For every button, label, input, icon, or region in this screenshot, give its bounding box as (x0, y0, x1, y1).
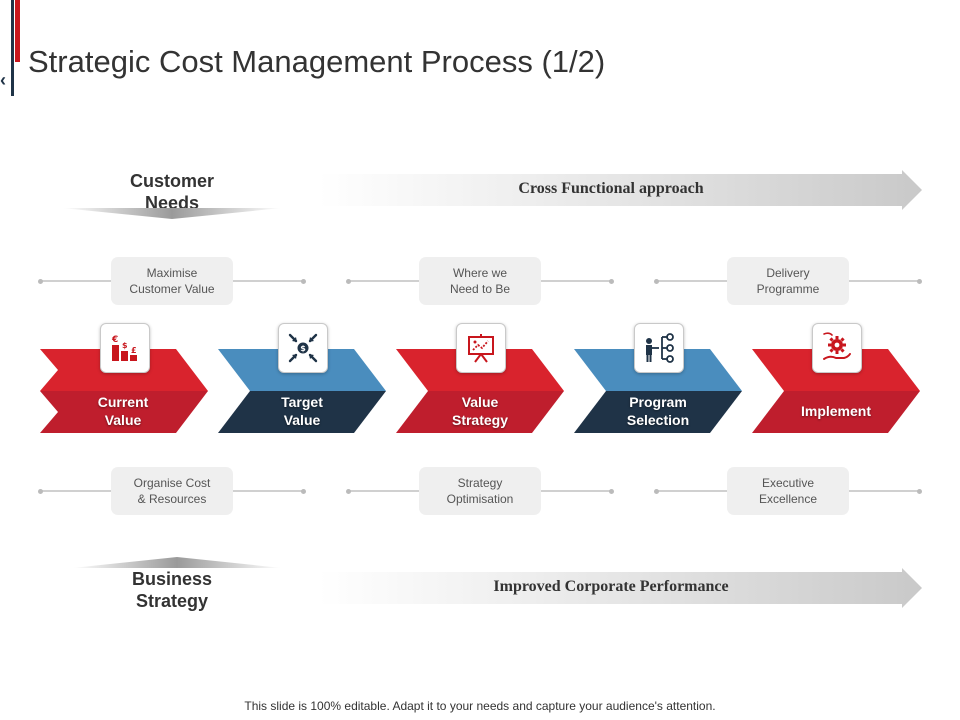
connector-dot (654, 279, 659, 284)
slide-title: Strategic Cost Management Process (1/2) (28, 44, 606, 79)
icon-box-program-selection (634, 323, 684, 373)
info-box-line2: Customer Value (129, 282, 215, 296)
connector-dot (654, 489, 659, 494)
hand-gear-icon (823, 332, 851, 360)
step-label-line2: Value (104, 412, 142, 428)
connector-dot (301, 489, 306, 494)
title-accent-bar-navy (11, 0, 14, 96)
customer-needs-shadow-wedge (62, 208, 282, 219)
business-strategy-label: Business Strategy (82, 568, 262, 612)
info-box-line2: Need to Be (449, 282, 511, 296)
step-label-line2: Value (283, 412, 321, 428)
improved-performance-banner-text: Improved Corporate Performance (493, 578, 729, 595)
connector-dot (38, 489, 43, 494)
connector-dot (609, 489, 614, 494)
step-label-line2: Selection (626, 412, 690, 428)
step-label-line1: Current (97, 394, 149, 410)
business-strategy-shadow-wedge (72, 557, 282, 568)
connector-dot (346, 279, 351, 284)
info-box-line2: & Resources (137, 492, 207, 506)
customer-needs-line1: Customer (129, 171, 214, 191)
icon-box-target-value: $ (278, 323, 328, 373)
connector-dot (609, 279, 614, 284)
connector-dot (917, 489, 922, 494)
cross-functional-banner-arrow (318, 170, 922, 210)
back-chevron-icon[interactable]: ‹ (0, 70, 6, 90)
info-box-strategy-optimisation: Strategy Optimisation (419, 467, 541, 515)
info-box-delivery-programme: Delivery Programme (727, 257, 849, 305)
info-box-line2: Programme (756, 282, 820, 296)
step-label-line1: Value (461, 394, 499, 410)
business-strategy-line1: Business (131, 569, 213, 589)
info-box-line1: Strategy (457, 476, 503, 490)
step-label-line1: Implement (800, 403, 871, 419)
business-strategy-line2: Strategy (135, 591, 209, 611)
connector-dot (917, 279, 922, 284)
connector-dot (38, 279, 43, 284)
title-accent-bar-red (15, 0, 20, 62)
info-box-where-we-need-to-be: Where we Need to Be (419, 257, 541, 305)
svg-text:€: € (111, 335, 118, 345)
info-box-line1: Executive (761, 476, 815, 490)
info-box-executive-excellence: Executive Excellence (727, 467, 849, 515)
svg-text:$: $ (122, 341, 128, 350)
connector-dot (301, 279, 306, 284)
footer-note: This slide is 100% editable. Adapt it to… (244, 699, 716, 713)
icon-box-current-value: € $ £ (100, 323, 150, 373)
connector-dot (346, 489, 351, 494)
info-box-line1: Maximise (146, 266, 198, 280)
info-box-line1: Where we (452, 266, 508, 280)
step-label-current-value: Current Value (58, 393, 188, 429)
step-label-program-selection: Program Selection (593, 393, 723, 429)
presentation-board-icon (468, 334, 494, 363)
step-label-line2: Strategy (451, 412, 509, 428)
currency-bars-icon: € $ £ (111, 335, 137, 361)
step-label-line1: Target (281, 394, 323, 410)
improved-performance-banner-arrow (318, 568, 922, 608)
target-dollar-icon: $ (288, 333, 318, 363)
step-label-value-strategy: Value Strategy (415, 393, 545, 429)
info-box-line1: Organise Cost (133, 476, 211, 490)
cross-functional-banner-text: Cross Functional approach (518, 180, 704, 197)
info-box-line1: Delivery (766, 266, 810, 280)
person-network-icon (646, 333, 674, 363)
chevron-current-value (40, 349, 208, 433)
svg-text:$: $ (300, 344, 306, 353)
step-label-implement: Implement (771, 393, 901, 429)
icon-box-implement (812, 323, 862, 373)
info-box-line2: Optimisation (446, 492, 514, 506)
info-box-line2: Excellence (758, 492, 818, 506)
icon-box-value-strategy (456, 323, 506, 373)
svg-text:£: £ (131, 346, 137, 355)
step-label-target-value: Target Value (237, 393, 367, 429)
info-box-maximise-customer-value: Maximise Customer Value (111, 257, 233, 305)
step-label-line1: Program (629, 394, 687, 410)
info-box-organise-cost-resources: Organise Cost & Resources (111, 467, 233, 515)
chevron-implement (752, 349, 920, 433)
